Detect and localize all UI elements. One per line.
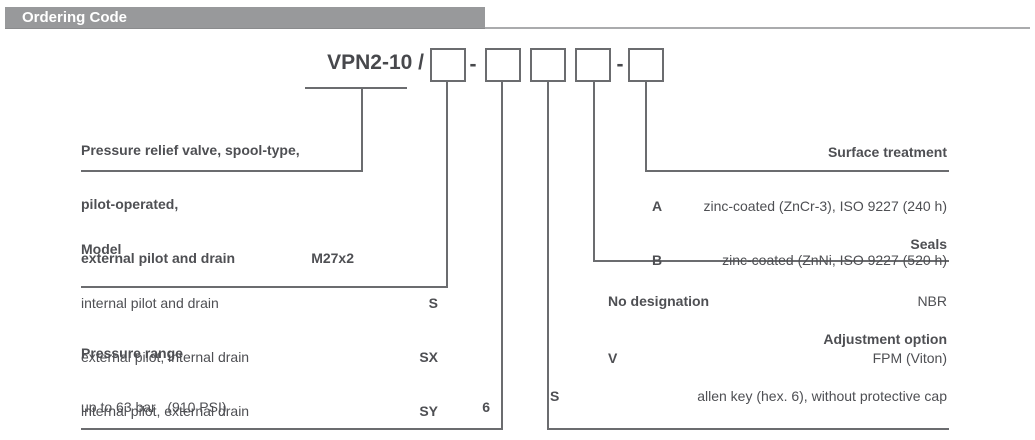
connector-adjustment-option — [547, 80, 549, 430]
section-title: Surface treatment — [827, 144, 947, 160]
page-title: Ordering Code — [22, 9, 128, 26]
header-rule — [5, 27, 1030, 29]
section-adjustment-option: Adjustment option S allen key (hex. 6), … — [550, 292, 947, 440]
underline-surface-treatment — [645, 170, 949, 172]
section-seals: Seals No designation NBR V FPM (Viton) — [608, 197, 947, 406]
section-title: Model — [81, 241, 122, 257]
connector-pressure-range — [501, 80, 503, 428]
section-surface-treatment: Surface treatment A zinc-coated (ZnCr-3)… — [652, 107, 947, 305]
product-line: Pressure relief valve, spool-type, — [81, 142, 300, 158]
option-row: external pilot, internal drain SX — [81, 349, 438, 365]
section-header-bar: Ordering Code — [5, 7, 485, 29]
underline-adjustment-option — [547, 428, 949, 430]
product-code: M27x2 — [311, 250, 354, 266]
ordering-code-prefix: VPN2-10 / — [327, 51, 424, 74]
product-line: pilot-operated, — [81, 196, 179, 212]
option-row: internal pilot and drain S — [81, 295, 438, 311]
code-separator-dash: - — [469, 53, 477, 76]
connector-seals — [593, 80, 595, 260]
option-row: V FPM (Viton) — [608, 350, 947, 366]
code-box-model — [430, 48, 466, 82]
option-row: B zinc-coated (ZnNi, ISO 9227 (520 h) — [652, 252, 947, 268]
section-model: Model internal pilot and drain S externa… — [81, 204, 438, 440]
section-title: Seals — [910, 236, 947, 252]
code-box-adjustment-option — [530, 48, 566, 82]
section-pressure-range: Pressure range up to 63 bar (910 PSI) 6 … — [81, 308, 490, 440]
option-row: S allen key (hex. 6), without protective… — [550, 388, 947, 404]
prefix-underline — [305, 87, 407, 89]
underline-model — [81, 286, 448, 288]
underline-product — [81, 170, 363, 172]
connector-surface-treatment — [645, 80, 647, 170]
code-box-seals — [575, 48, 611, 82]
underline-seals — [593, 260, 949, 262]
code-separator-dash: - — [616, 53, 624, 76]
option-row: up to 63 bar (910 PSI) 6 — [81, 399, 490, 415]
code-box-surface-treatment — [628, 48, 664, 82]
underline-pressure-range — [81, 428, 503, 430]
section-product-description: Pressure relief valve, spool-type, pilot… — [81, 105, 354, 303]
product-line: external pilot and drain — [81, 250, 236, 266]
option-row: A zinc-coated (ZnCr-3), ISO 9227 (240 h) — [652, 198, 947, 214]
section-title: Adjustment option — [823, 331, 947, 347]
option-row: No designation NBR — [608, 293, 947, 309]
section-title: Pressure range — [81, 345, 183, 361]
connector-model — [446, 80, 448, 286]
option-row: internal pilot, external drain SY — [81, 403, 438, 419]
code-box-pressure-range — [485, 48, 521, 82]
connector-product — [361, 87, 363, 170]
